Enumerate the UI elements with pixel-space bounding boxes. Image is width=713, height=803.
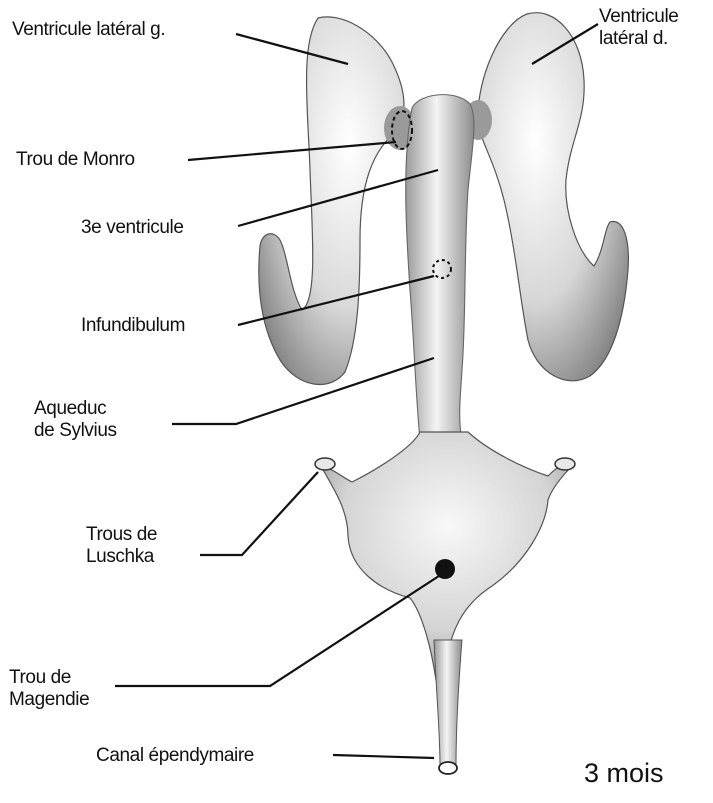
label-lateral-right-line2: latéral d. (599, 28, 678, 50)
label-ependymal-canal: Canal épendymaire (96, 745, 254, 767)
leader-line-luschka (200, 472, 318, 555)
label-magendie-line1: Trou de (9, 667, 89, 689)
luschka-left-opening (315, 458, 335, 470)
leader-line-ependymal-canal (333, 755, 434, 758)
age-caption: 3 mois (584, 762, 664, 784)
label-monro: Trou de Monro (16, 149, 135, 171)
label-aqueduct-line1: Aqueduc (34, 398, 117, 420)
ependymal-canal-opening (439, 762, 457, 774)
label-magendie: Trou de Magendie (9, 667, 89, 711)
label-third-ventricle: 3e ventricule (81, 217, 184, 239)
third-ventricle-and-aqueduct-shape (406, 95, 474, 440)
label-luschka: Trous de Luschka (86, 524, 157, 568)
label-lateral-ventricle-right: Ventricule latéral d. (599, 6, 678, 50)
label-lateral-right-line1: Ventricule (599, 6, 678, 28)
ependymal-canal-shape (434, 640, 462, 766)
label-magendie-line2: Magendie (9, 689, 89, 711)
label-infundibulum: Infundibulum (81, 315, 185, 337)
label-lateral-ventricle-left: Ventricule latéral g. (12, 19, 165, 41)
right-lateral-ventricle-shape (478, 13, 628, 381)
label-aqueduct: Aqueduc de Sylvius (34, 398, 117, 442)
label-luschka-line1: Trous de (86, 524, 157, 546)
label-aqueduct-line2: de Sylvius (34, 420, 117, 442)
luschka-right-opening (555, 458, 575, 470)
label-luschka-line2: Luschka (86, 546, 157, 568)
